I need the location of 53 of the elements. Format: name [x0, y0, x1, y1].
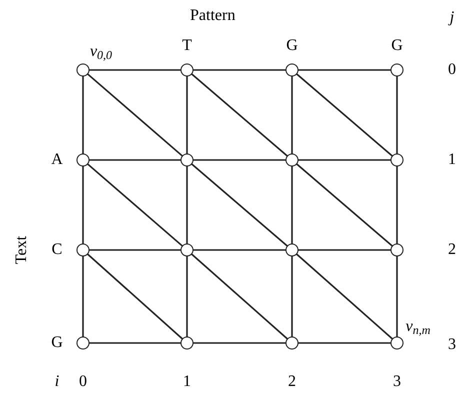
axis-label: 0	[448, 60, 456, 80]
axis-label: C	[52, 240, 62, 260]
grid-edge	[291, 256, 293, 337]
axis-label: 3	[393, 372, 401, 392]
grid-edge	[396, 256, 398, 337]
axis-label: 1	[448, 150, 456, 170]
grid-edge	[298, 249, 391, 251]
vertex-label: v$_{n,m}$	[406, 317, 430, 339]
axis-label: j	[450, 8, 454, 28]
grid-edge	[87, 73, 183, 157]
grid-edge	[191, 73, 288, 157]
grid-edge	[193, 249, 286, 251]
grid-edge	[296, 163, 393, 247]
axis-label: T	[182, 36, 192, 56]
axis-label: Text	[12, 236, 31, 264]
grid-edge	[298, 159, 391, 161]
grid-edge	[82, 256, 84, 337]
axis-label: G	[286, 36, 298, 56]
grid-edge	[89, 159, 181, 161]
axis-label: 2	[288, 372, 296, 392]
grid-edge	[191, 163, 288, 247]
axis-label: A	[51, 150, 63, 170]
grid-edge	[186, 76, 188, 154]
axis-label: i	[54, 372, 60, 392]
grid-edge	[193, 69, 286, 71]
grid-edge	[186, 256, 188, 337]
grid-edge	[193, 342, 286, 344]
grid-edge	[296, 253, 394, 340]
axis-label: 1	[183, 372, 191, 392]
axis-label: 3	[448, 335, 456, 355]
vertex-label: v$_{0,0}$	[90, 42, 112, 64]
grid-edge	[82, 166, 84, 244]
grid-edge	[396, 166, 398, 244]
grid-edge	[86, 253, 184, 340]
grid-edge	[82, 76, 84, 154]
grid-edge	[396, 76, 398, 154]
diagram-title: Pattern	[190, 6, 236, 26]
axis-label: G	[391, 36, 403, 56]
grid-edge	[89, 249, 181, 251]
grid-edge	[186, 166, 188, 244]
grid-edge	[87, 163, 183, 247]
axis-label: G	[51, 333, 63, 353]
grid-edge	[190, 253, 288, 340]
axis-label: 2	[448, 240, 456, 260]
grid-edge	[193, 159, 286, 161]
grid-edge	[298, 69, 391, 71]
axis-label: 0	[79, 372, 87, 392]
grid-edge	[291, 166, 293, 244]
grid-edge	[89, 342, 181, 344]
grid-edge	[296, 73, 393, 157]
grid-edge	[298, 342, 391, 344]
grid-edge	[291, 76, 293, 154]
grid-edge	[89, 69, 181, 71]
